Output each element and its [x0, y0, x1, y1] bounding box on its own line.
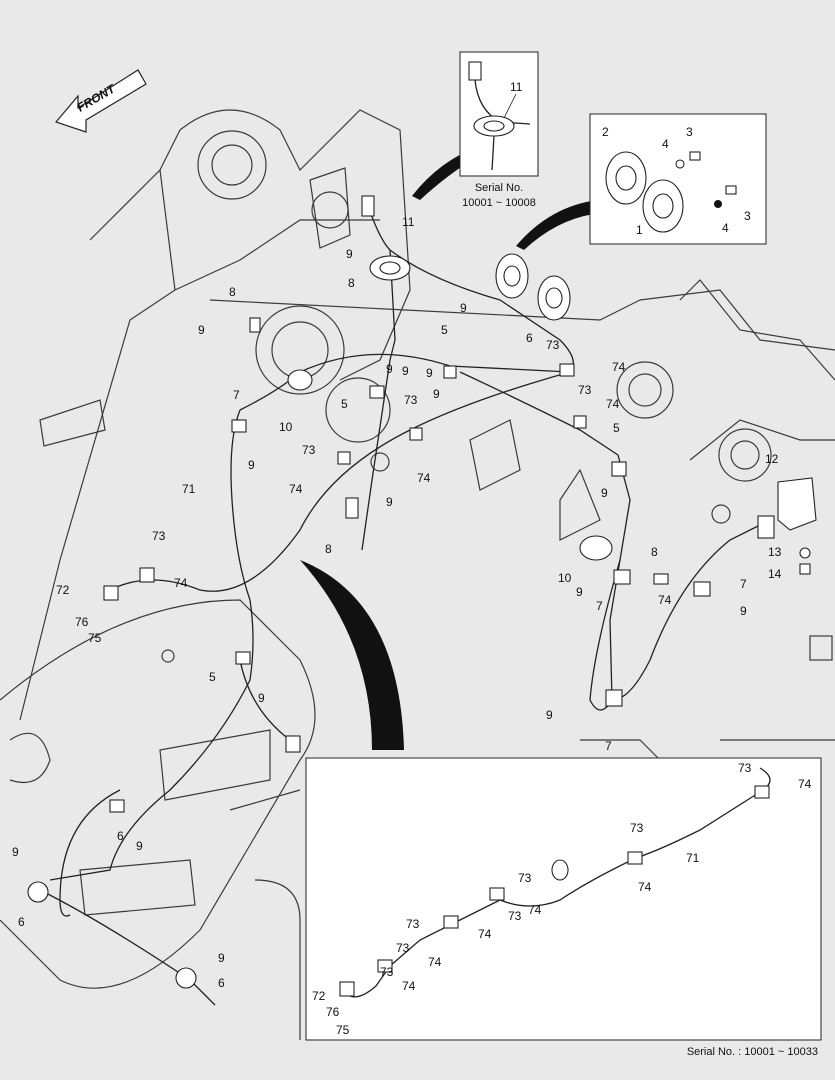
callout: 9: [386, 495, 393, 509]
main-parts: [27, 195, 817, 989]
callout: 14: [768, 567, 782, 581]
callout: 9: [426, 366, 433, 380]
inset-callout: 74: [428, 955, 442, 969]
inset-callout: 73: [738, 761, 752, 775]
callout: 9: [601, 486, 608, 500]
inset-callout: 74: [798, 777, 812, 791]
horn-callout: 1: [636, 223, 643, 237]
callout: 74: [174, 576, 188, 590]
inset-callout: 71: [686, 851, 700, 865]
callout: 74: [417, 471, 431, 485]
callout: 9: [576, 585, 583, 599]
callout: 8: [348, 276, 355, 290]
callout: 10: [558, 571, 572, 585]
callout: 72: [56, 583, 70, 597]
callout: 73: [404, 393, 418, 407]
horn-callout: 4: [722, 221, 729, 235]
serial-footer: Serial No. : 10001 ~ 10033: [687, 1046, 818, 1058]
callout: 5: [209, 670, 216, 684]
callout: 13: [768, 545, 782, 559]
callout: 9: [433, 387, 440, 401]
callout: 8: [651, 545, 658, 559]
inset-callout: 73: [380, 965, 394, 979]
callout: 74: [612, 360, 626, 374]
serial-inset-range: 10001 ~ 10008: [462, 197, 536, 209]
inset-callout: 73: [518, 871, 532, 885]
callout: 74: [289, 482, 303, 496]
callout: 10: [279, 420, 293, 434]
callout: 6: [18, 915, 25, 929]
callout: 71: [182, 482, 196, 496]
callout: 9: [546, 708, 553, 722]
callout: 9: [12, 845, 19, 859]
callout: 5: [441, 323, 448, 337]
callout: 73: [152, 529, 166, 543]
callout: 9: [218, 951, 225, 965]
horn-inset: 2 4 3 1 4 3: [589, 113, 767, 245]
wire-harness: [39, 205, 761, 1006]
horn-callout: 3: [744, 209, 751, 223]
callout: 75: [88, 631, 102, 645]
inset-callout: 76: [326, 1005, 340, 1019]
detail-inset: 73 74 73 71 74 73 74 73 73 74 73 74 73 7…: [305, 757, 822, 1041]
callout: 7: [605, 739, 612, 753]
detail-pointer-arrow: [300, 560, 404, 750]
horn-pointer-arrow: [516, 200, 598, 250]
callout: 9: [386, 362, 393, 376]
inset-callout: 75: [336, 1023, 350, 1037]
callout: 8: [325, 542, 332, 556]
inset-callout: 73: [630, 821, 644, 835]
callout: 9: [248, 458, 255, 472]
callout: 6: [117, 829, 124, 843]
callout: 76: [75, 615, 89, 629]
serial-inset-title: Serial No.: [475, 182, 523, 194]
callout: 9: [460, 301, 467, 315]
callout: 6: [526, 331, 533, 345]
frame-structure: [0, 109, 835, 1040]
callout: 9: [402, 364, 409, 378]
serial-inset: 11 Serial No. 10001 ~ 10008: [459, 51, 539, 209]
serial-callout: 11: [510, 80, 523, 94]
callout: 12: [765, 452, 779, 466]
callout: 74: [606, 397, 620, 411]
callout: 8: [229, 285, 236, 299]
callout: 11: [402, 215, 415, 229]
callout: 9: [136, 839, 143, 853]
inset-callout: 74: [638, 880, 652, 894]
inset-callout: 73: [396, 941, 410, 955]
callout: 7: [233, 388, 240, 402]
callout: 9: [740, 604, 747, 618]
callout: 9: [346, 247, 353, 261]
callout: 73: [546, 338, 560, 352]
callout: 6: [218, 976, 225, 990]
horn-callout: 3: [686, 125, 693, 139]
callout: 5: [613, 421, 620, 435]
front-arrow: FRONT: [54, 69, 147, 133]
horn-callout: 4: [662, 137, 669, 151]
inset-callout: 72: [312, 989, 326, 1003]
callout: 73: [302, 443, 316, 457]
callout: 73: [578, 383, 592, 397]
inset-callout: 73: [508, 909, 522, 923]
callout: 9: [198, 323, 205, 337]
inset-callout: 74: [528, 903, 542, 917]
inset-callout: 74: [478, 927, 492, 941]
callout: 74: [658, 593, 672, 607]
callout: 5: [341, 397, 348, 411]
main-callouts: 9 8 9 8 9 11 9 6 5 73 10 7 9 5 9 73 9 71…: [12, 215, 812, 990]
callout: 7: [740, 577, 747, 591]
inset-callout: 74: [402, 979, 416, 993]
callout: 9: [258, 691, 265, 705]
horn-callout: 2: [602, 125, 609, 139]
inset-callout: 73: [406, 917, 420, 931]
callout: 7: [596, 599, 603, 613]
